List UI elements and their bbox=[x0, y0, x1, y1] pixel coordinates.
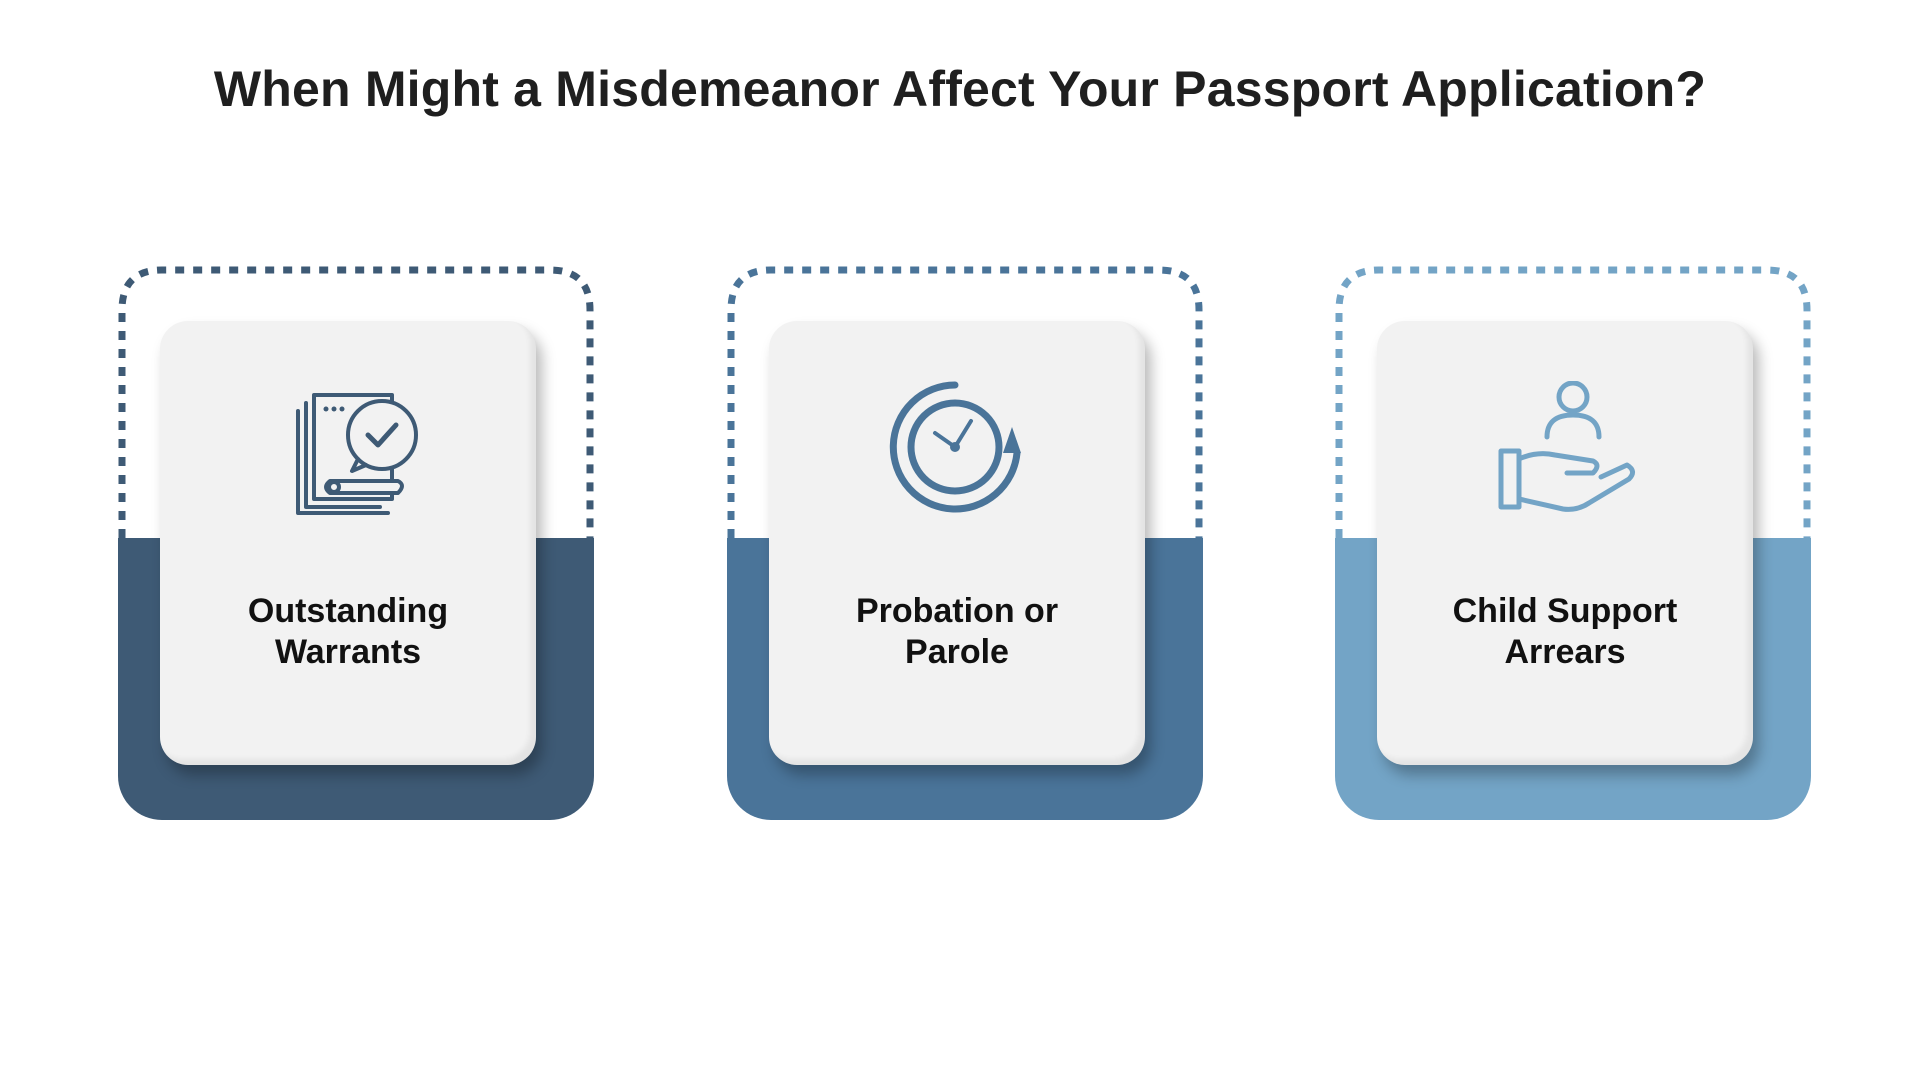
card-label-line1: Probation or bbox=[855, 592, 1059, 630]
card-child-support-arrears: Child Support Arrears bbox=[1335, 266, 1811, 820]
card-label-line1: Child Support bbox=[1452, 592, 1678, 630]
dashed-frame bbox=[118, 266, 594, 538]
card-panel: Probation or Parole bbox=[769, 321, 1145, 765]
clock-cycle-icon bbox=[889, 381, 1021, 513]
card-probation-parole: Probation or Parole bbox=[727, 266, 1203, 820]
card-label: Outstanding Warrants bbox=[180, 591, 516, 673]
card-panel: Outstanding Warrants bbox=[160, 321, 536, 765]
card-label-line2: Arrears bbox=[1504, 633, 1626, 671]
card-panel: Child Support Arrears bbox=[1377, 321, 1753, 765]
card-label: Child Support Arrears bbox=[1397, 591, 1733, 673]
dashed-frame bbox=[727, 266, 1203, 538]
card-label: Probation or Parole bbox=[789, 591, 1125, 673]
card-label-line1: Outstanding bbox=[247, 592, 449, 630]
page-title: When Might a Misdemeanor Affect Your Pas… bbox=[213, 61, 1707, 117]
card-label-line2: Warrants bbox=[274, 633, 422, 671]
hand-person-icon bbox=[1498, 381, 1635, 512]
dashed-frame bbox=[1335, 266, 1811, 538]
card-label-line2: Parole bbox=[905, 633, 1009, 671]
card-outstanding-warrants: Outstanding Warrants bbox=[118, 266, 594, 820]
document-check-icon bbox=[296, 393, 418, 515]
